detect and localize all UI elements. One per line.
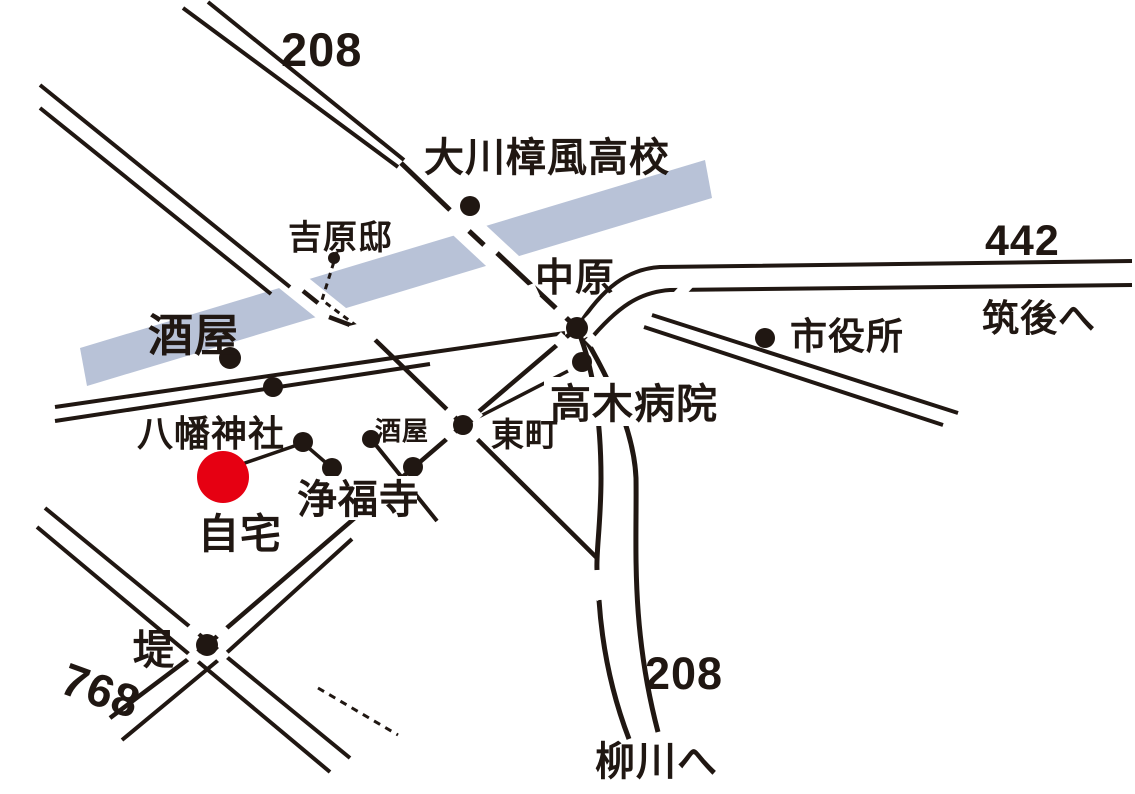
crossing-diamond: [214, 624, 232, 642]
crossing-diamond: [552, 332, 570, 350]
home-marker: [197, 451, 249, 503]
map-label: 筑後へ: [982, 298, 1096, 339]
road-line: [38, 106, 273, 296]
road-line: [317, 686, 399, 737]
label-boxes: [293, 377, 731, 520]
landmark-dot: [219, 347, 241, 369]
label-box: [293, 476, 417, 520]
road-line: [651, 313, 959, 415]
map-labels: 208大川樟風高校吉原邸中原442筑後へ市役所高木病院酒屋八幡神社酒屋東町浄福寺…: [55, 23, 1096, 784]
road-line: [181, 6, 400, 169]
landmark-dot: [293, 432, 313, 452]
crossing-diamond: [444, 404, 460, 420]
road-line: [575, 259, 1133, 330]
landmark-dot: [196, 634, 218, 656]
road-line: [206, 0, 406, 162]
map-label: 吉原邸: [288, 219, 393, 257]
road-line: [328, 314, 599, 560]
crossing-diamond: [673, 278, 695, 300]
map-label: 浄福寺: [297, 478, 420, 522]
road-line: [596, 599, 632, 740]
map-label: 高木病院: [550, 381, 718, 427]
map-label: 柳川へ: [595, 740, 718, 784]
roads: [35, 0, 1133, 774]
map-label: 酒屋: [148, 310, 240, 361]
crossing-diamond: [589, 572, 610, 601]
label-box: [544, 377, 731, 426]
map-label: 208: [281, 23, 362, 76]
crossing-diamond: [585, 333, 599, 347]
crossing-diamond: [183, 623, 201, 641]
landmark-dot: [572, 352, 592, 372]
landmark-dot: [566, 317, 588, 339]
road-line: [320, 251, 363, 332]
road-line: [54, 331, 566, 409]
map-label: 東町: [491, 416, 559, 453]
crossing-diamond: [349, 319, 385, 342]
landmark-dot: [263, 377, 283, 397]
landmark-dot: [322, 458, 342, 478]
landmark-dot: [453, 415, 473, 435]
map-label: 442: [985, 217, 1060, 265]
landmark-dot: [362, 430, 380, 448]
road-line: [35, 525, 332, 774]
map-label: 市役所: [790, 315, 904, 357]
road-line: [467, 229, 486, 247]
crossing-marks: [183, 278, 695, 666]
road-line: [54, 362, 431, 423]
map-label: 八幡神社: [137, 413, 285, 454]
river-band-shape: [80, 160, 712, 386]
crossing-diamond: [444, 429, 460, 445]
map-label: 大川樟風高校: [424, 136, 670, 180]
landmark-dot: [755, 328, 775, 348]
map-label: 自宅: [198, 511, 282, 557]
crossing-diamond: [550, 304, 570, 324]
landmark-dot: [403, 457, 423, 477]
crossing-diamond: [608, 346, 633, 367]
map-label: 中原: [535, 257, 615, 300]
crossing-diamond: [185, 648, 203, 666]
crossing-diamond: [517, 283, 540, 303]
landmark-dots: [196, 196, 775, 656]
road-line: [399, 161, 452, 212]
road-line: [586, 283, 1133, 344]
road-line: [108, 326, 579, 720]
road-line: [643, 325, 944, 427]
landmark-dot: [328, 252, 340, 264]
river-band: [80, 160, 712, 386]
map-label: 酒屋: [375, 416, 429, 446]
road-line: [301, 289, 320, 305]
landmark-dot: [460, 196, 480, 216]
crossing-diamond: [584, 312, 598, 326]
map-label: 208: [645, 648, 723, 699]
map-label: 堤: [133, 627, 175, 673]
road-line: [38, 83, 292, 289]
